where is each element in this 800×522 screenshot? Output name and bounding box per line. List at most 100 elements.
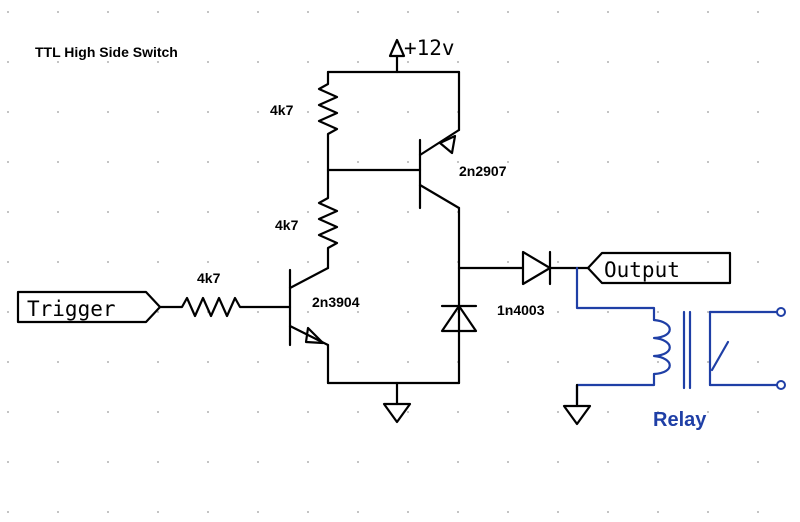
grid-dot <box>357 361 359 363</box>
grid-dot <box>157 411 159 413</box>
grid-dot <box>607 111 609 113</box>
grid-dot <box>407 211 409 213</box>
grid-dot <box>607 211 609 213</box>
grid-dot <box>157 361 159 363</box>
grid-dot <box>307 111 309 113</box>
grid-dot <box>657 111 659 113</box>
grid-dot <box>607 511 609 513</box>
grid-dot <box>707 11 709 13</box>
grid-dot <box>407 361 409 363</box>
grid-dot <box>357 61 359 63</box>
grid-dot <box>257 461 259 463</box>
grid-dot <box>557 461 559 463</box>
grid-dot <box>107 61 109 63</box>
grid-dot <box>157 61 159 63</box>
grid-dot <box>757 161 759 163</box>
relay-label: Relay <box>653 409 707 431</box>
grid-dot <box>457 461 459 463</box>
grid-dot <box>207 361 209 363</box>
grid-dot <box>207 411 209 413</box>
diode-label: 1n4003 <box>497 302 545 318</box>
grid-dot <box>7 361 9 363</box>
transistor-npn-label: 2n3904 <box>312 294 360 310</box>
grid-dot <box>557 261 559 263</box>
grid-dot <box>657 361 659 363</box>
grid-dot <box>307 511 309 513</box>
grid-dot <box>357 111 359 113</box>
grid-dot <box>157 461 159 463</box>
trigger-label: Trigger <box>27 297 116 321</box>
resistor-middle-label: 4k7 <box>275 217 299 233</box>
grid-dot <box>207 211 209 213</box>
grid-dot <box>507 361 509 363</box>
grid-dot <box>7 11 9 13</box>
grid-dot <box>107 411 109 413</box>
grid-dot <box>57 411 59 413</box>
grid-dot <box>307 361 309 363</box>
grid-dot <box>257 361 259 363</box>
grid-dot <box>57 61 59 63</box>
grid-dot <box>757 361 759 363</box>
grid-dot <box>7 311 9 313</box>
grid-dot <box>57 461 59 463</box>
grid-dot <box>157 511 159 513</box>
grid-dot <box>7 111 9 113</box>
grid-dot <box>257 11 259 13</box>
grid-dot <box>257 261 259 263</box>
grid-dot <box>307 311 309 313</box>
grid-dot <box>757 211 759 213</box>
grid-dot <box>107 261 109 263</box>
grid-dot <box>457 61 459 63</box>
grid-dot <box>757 461 759 463</box>
grid-dot <box>357 11 359 13</box>
grid-dot <box>157 161 159 163</box>
grid-dot <box>707 511 709 513</box>
grid-dot <box>607 361 609 363</box>
relay: Relay <box>575 266 786 431</box>
grid-dot <box>107 11 109 13</box>
transistor-npn: 2n3904 <box>288 266 360 347</box>
trigger-input-port: Trigger <box>16 290 162 324</box>
grid-dot <box>557 11 559 13</box>
grid-dot <box>57 261 59 263</box>
grid-dot <box>257 161 259 163</box>
grid-dot <box>607 11 609 13</box>
grid-dot <box>557 361 559 363</box>
grid-dot <box>707 61 709 63</box>
grid-dot <box>307 411 309 413</box>
grid-dot <box>257 111 259 113</box>
grid-dot <box>707 211 709 213</box>
grid-dot <box>557 161 559 163</box>
grid-dot <box>707 111 709 113</box>
grid-dot <box>507 411 509 413</box>
grid-dot <box>107 511 109 513</box>
grid-dot <box>507 461 509 463</box>
grid-dot <box>307 461 309 463</box>
grid-dot <box>407 11 409 13</box>
output-label: Output <box>604 258 680 282</box>
diode-series <box>457 250 590 286</box>
grid-dot <box>507 111 509 113</box>
grid-dot <box>707 461 709 463</box>
supply-12v: +12v <box>388 36 455 74</box>
grid-dot <box>107 361 109 363</box>
top-rail <box>326 70 461 132</box>
grid-dot <box>657 311 659 313</box>
grid-dot <box>257 61 259 63</box>
grid-dot <box>107 461 109 463</box>
grid-dot <box>357 211 359 213</box>
grid-dot <box>757 61 759 63</box>
grid-dot <box>307 261 309 263</box>
bottom-rail <box>326 266 461 385</box>
grid-dot <box>357 511 359 513</box>
diagram-title: TTL High Side Switch <box>35 44 178 60</box>
grid-dot <box>157 111 159 113</box>
grid-dot <box>657 411 659 413</box>
grid-dot <box>357 311 359 313</box>
grid-dot <box>557 111 559 113</box>
grid-dot <box>757 511 759 513</box>
grid-dot <box>7 411 9 413</box>
grid-dot <box>357 261 359 263</box>
grid-dot <box>507 211 509 213</box>
